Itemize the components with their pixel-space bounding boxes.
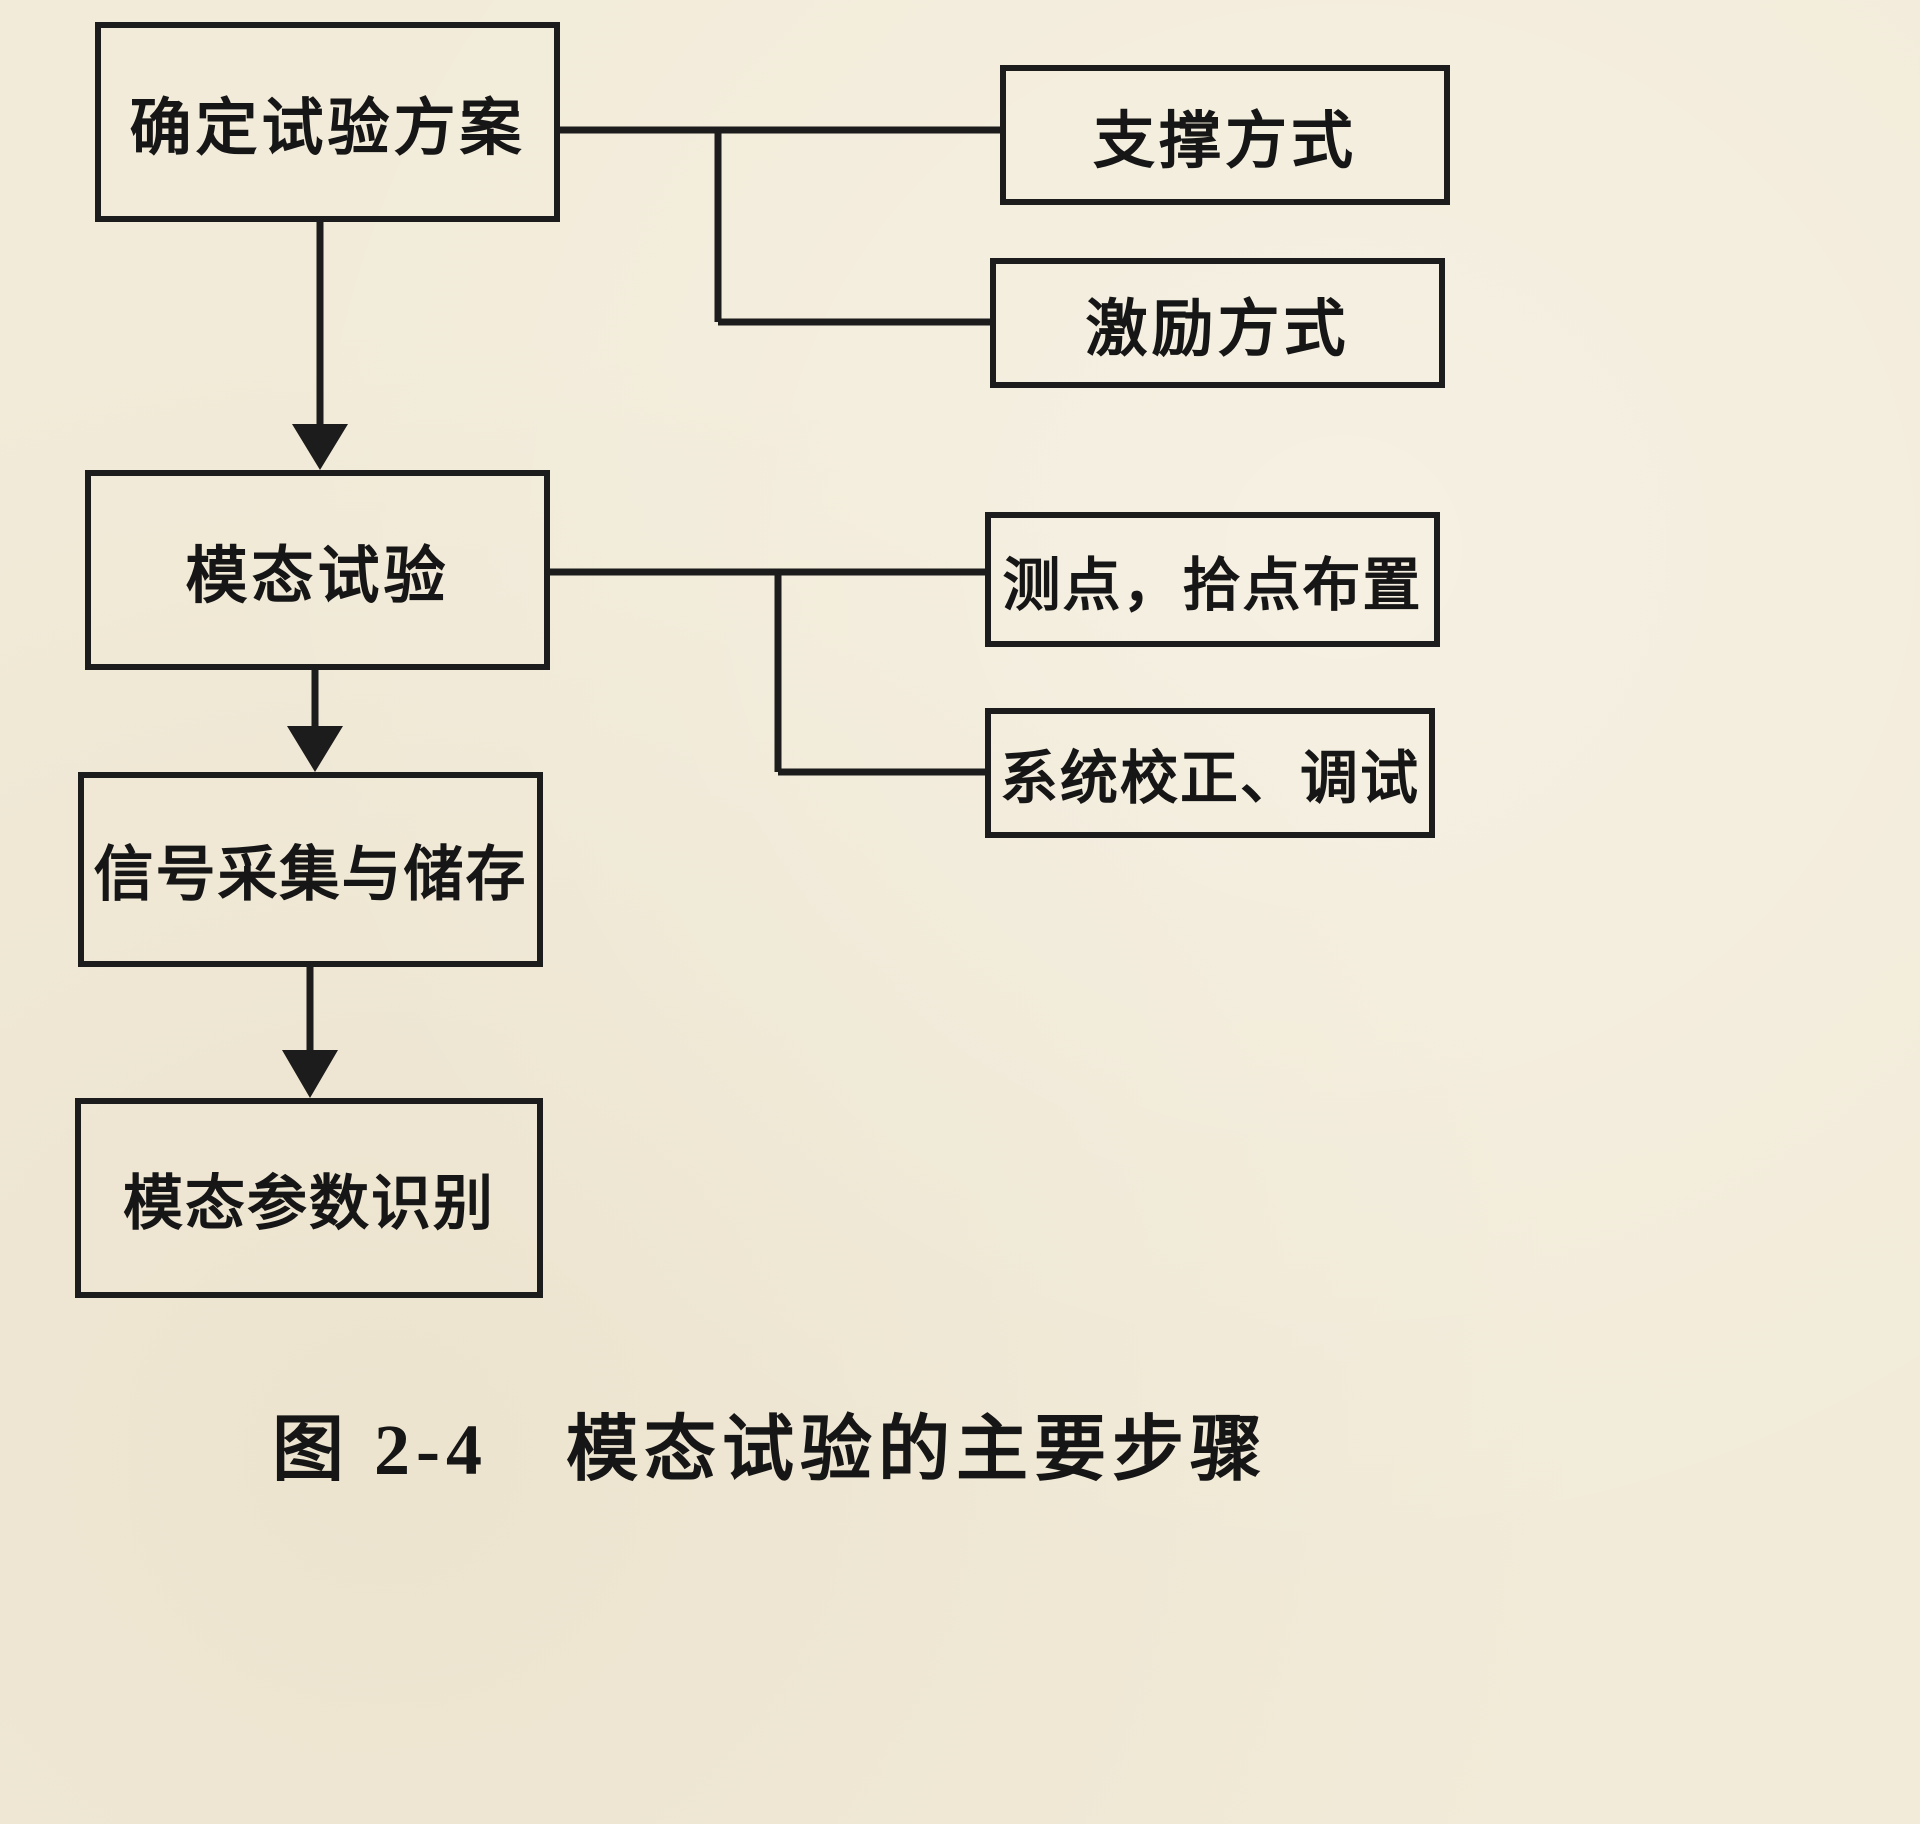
node-parameter-identification-label: 模态参数识别 — [123, 1170, 495, 1237]
node-system-calibration: 系统校正、调试 — [985, 708, 1435, 838]
node-modal-test-label: 模态试验 — [185, 543, 450, 611]
node-signal-acquisition: 信号采集与储存 — [78, 772, 543, 967]
node-modal-test: 模态试验 — [85, 470, 550, 670]
node-determine-plan: 确定试验方案 — [95, 22, 560, 222]
node-excitation-method: 激励方式 — [990, 258, 1445, 388]
node-point-layout: 测点，拾点布置 — [985, 512, 1440, 647]
node-excitation-method-label: 激励方式 — [1085, 296, 1350, 364]
node-signal-acquisition-label: 信号采集与储存 — [93, 842, 528, 908]
node-support-method: 支撑方式 — [1000, 65, 1450, 205]
node-determine-plan-label: 确定试验方案 — [129, 95, 526, 163]
node-parameter-identification: 模态参数识别 — [75, 1098, 543, 1298]
node-support-method-label: 支撑方式 — [1092, 108, 1357, 176]
node-system-calibration-label: 系统校正、调试 — [999, 746, 1420, 811]
figure-caption: 图 2-4 模态试验的主要步骤 — [272, 1410, 1268, 1490]
node-point-layout-label: 测点，拾点布置 — [1002, 552, 1423, 618]
